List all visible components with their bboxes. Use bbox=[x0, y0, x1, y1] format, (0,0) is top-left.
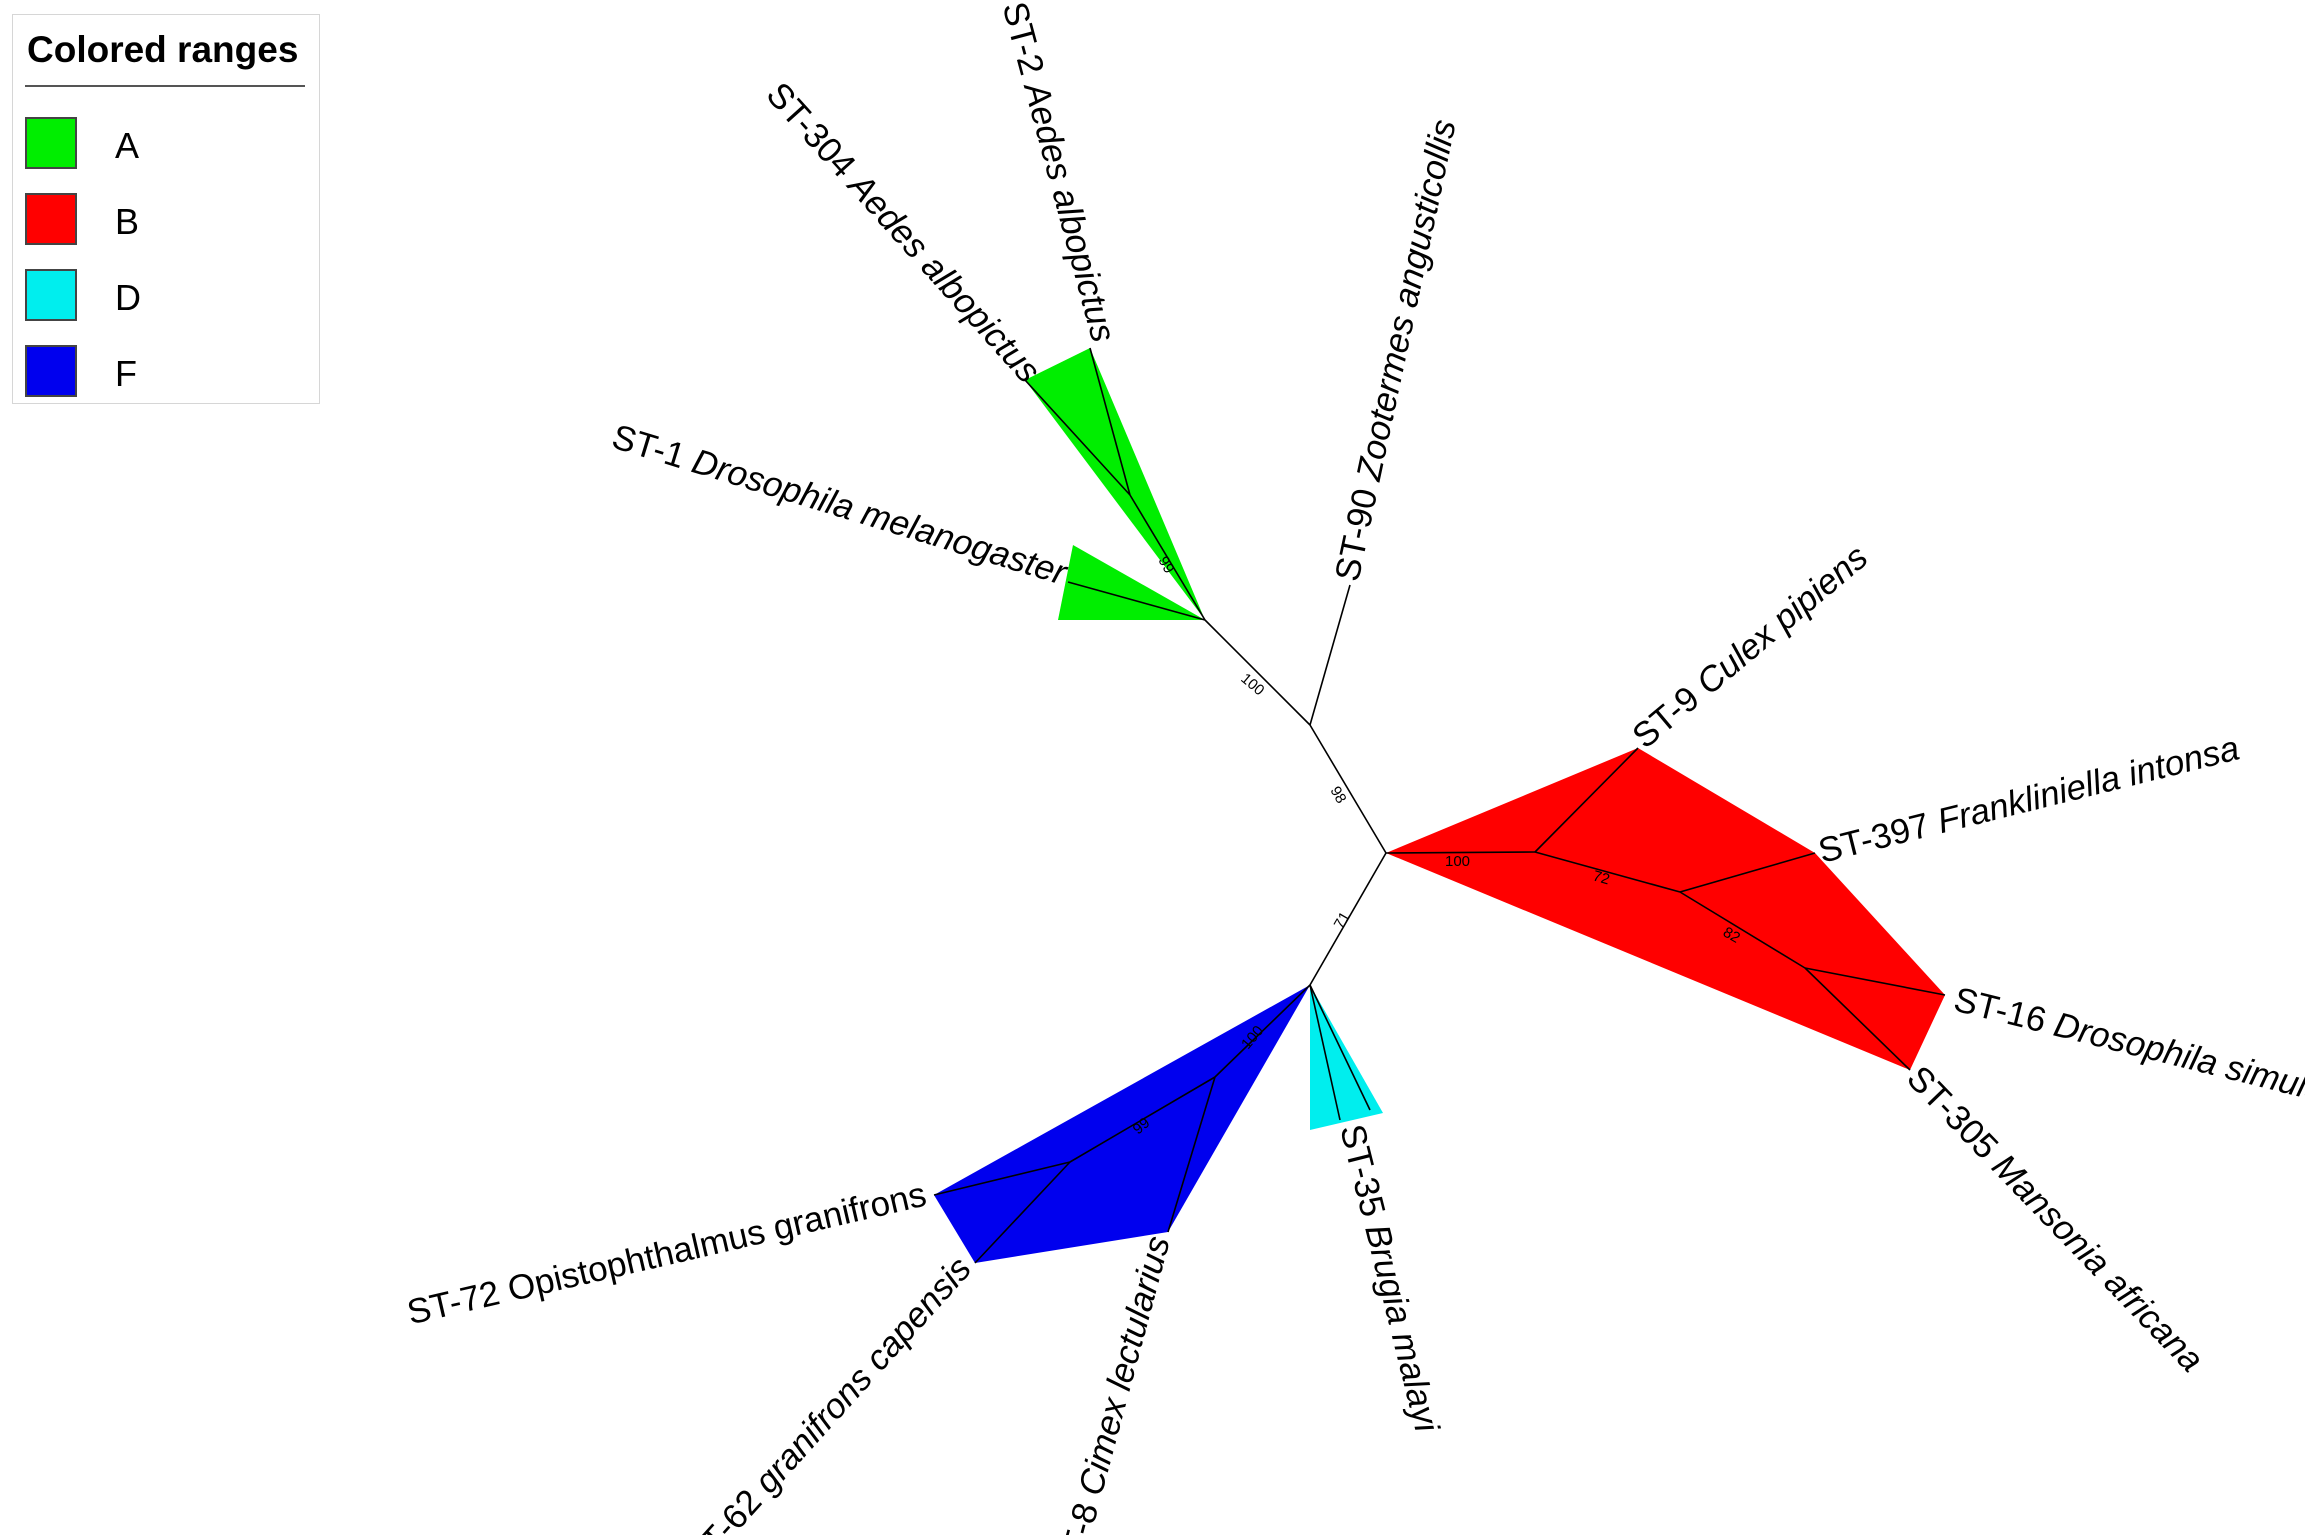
leaf-species: Brugia malayi bbox=[1357, 1221, 1446, 1437]
leaf-id: ST-35 bbox=[1332, 1121, 1392, 1221]
edge-backbone-upper bbox=[1309, 724, 1387, 854]
leaf-id: ST-305 bbox=[1899, 1058, 2005, 1166]
edge-backbone-lower bbox=[1309, 852, 1387, 986]
legend-label: A bbox=[115, 125, 140, 166]
edge-st1 bbox=[1067, 581, 1206, 621]
leaf-species: Mansonia africana bbox=[1984, 1147, 2211, 1380]
edge-st305 bbox=[1804, 967, 1911, 1071]
legend-swatch bbox=[25, 345, 77, 397]
edge-st72 bbox=[933, 1161, 1071, 1196]
leaf-species: Drosophila simulans bbox=[2050, 1005, 2305, 1119]
legend-label: D bbox=[115, 277, 141, 318]
edge-st9 bbox=[1534, 747, 1639, 853]
leaf-id: ST-62 bbox=[678, 1482, 769, 1535]
edge-st62 bbox=[974, 1161, 1071, 1264]
leaf-species: Drosophila melanogaster bbox=[688, 442, 1073, 593]
legend-item-f: F bbox=[25, 345, 305, 401]
legend: Colored ranges A B D F bbox=[12, 14, 320, 404]
clade-b-fan bbox=[1386, 748, 1945, 1070]
legend-item-a: A bbox=[25, 117, 305, 173]
leaf-label-st8: ST-8 Cimex lectularius bbox=[1049, 1232, 1177, 1535]
edge-clade-a-stem bbox=[1204, 619, 1311, 726]
leaf-label-st16: ST-16 Drosophila simulans bbox=[1950, 980, 2305, 1119]
edge-clade-b-base bbox=[1385, 851, 1536, 854]
edge-st90 bbox=[1309, 584, 1351, 726]
leaf-id: ST-9 bbox=[1625, 679, 1707, 756]
leaf-label-st62: ST-62 granifrons capensis bbox=[678, 1249, 979, 1535]
leaf-id: ST-1 bbox=[608, 417, 690, 476]
edge-st304 bbox=[1024, 379, 1131, 496]
bootstrap-100-a: 100 bbox=[1237, 670, 1267, 699]
edge-st397 bbox=[1679, 852, 1816, 893]
legend-label: F bbox=[115, 353, 137, 394]
edge-clade-b-inner bbox=[1679, 891, 1806, 969]
leaf-species: Opistophthalmus granifrons bbox=[504, 1175, 930, 1309]
bootstrap-71: 71 bbox=[1331, 909, 1354, 932]
bootstrap-100-b: 100 bbox=[1445, 853, 1470, 870]
leaf-species: Cimex lectularius bbox=[1071, 1232, 1178, 1499]
leaf-id: ST-90 bbox=[1328, 485, 1386, 584]
edge-clade-a-inner bbox=[1129, 494, 1206, 621]
clade-a-fan-lower bbox=[1058, 545, 1205, 620]
edge-clade-d-inner bbox=[1309, 984, 1371, 1111]
edge-clade-f-mid bbox=[1069, 1076, 1216, 1163]
leaf-species: Aedes albopictus bbox=[1016, 77, 1123, 347]
edge-clade-f-inner bbox=[1214, 984, 1311, 1078]
edge-clade-b-mid bbox=[1534, 851, 1681, 893]
leaf-id: ST-2 bbox=[995, 0, 1052, 79]
edge-st2 bbox=[1089, 347, 1131, 496]
clade-f-fan bbox=[934, 985, 1310, 1263]
edge-st8 bbox=[1167, 1076, 1216, 1233]
leaf-label-st397: ST-397 Frankliniella intonsa bbox=[1815, 728, 2244, 870]
leaf-label-st304: ST-304 Aedes albopictus bbox=[759, 75, 1048, 390]
legend-title: Colored ranges bbox=[27, 29, 299, 70]
leaf-species: Aedes albopictus bbox=[839, 165, 1048, 391]
leaf-label-st35: ST-35 Brugia malayi bbox=[1332, 1121, 1446, 1437]
legend-label: B bbox=[115, 201, 140, 242]
edge-st16 bbox=[1804, 967, 1946, 996]
legend-divider bbox=[25, 85, 305, 87]
leaf-label-st9: ST-9 Culex pipiens bbox=[1625, 537, 1875, 756]
leaf-id: ST-397 bbox=[1815, 806, 1934, 871]
bootstrap-98: 98 bbox=[1327, 784, 1350, 807]
leaf-id: ST-72 bbox=[404, 1273, 504, 1332]
leaf-species: Frankliniella intonsa bbox=[1933, 728, 2243, 841]
legend-swatch bbox=[25, 269, 77, 321]
edge-st35 bbox=[1309, 984, 1341, 1121]
leaf-label-st2: ST-2 Aedes albopictus bbox=[995, 0, 1123, 346]
bootstrap-72: 72 bbox=[1591, 868, 1612, 889]
leaf-label-st90: ST-90 Zootermes angusticollis bbox=[1328, 116, 1464, 585]
legend-item-b: B bbox=[25, 193, 305, 249]
leaf-id: ST-16 bbox=[1950, 980, 2050, 1040]
leaf-species: Culex pipiens bbox=[1689, 537, 1875, 702]
bootstrap-82: 82 bbox=[1720, 924, 1743, 947]
leaf-id: ST-8 bbox=[1049, 1499, 1106, 1535]
bootstrap-99-a: 99 bbox=[1155, 554, 1178, 577]
leaf-label-st1: ST-1 Drosophila melanogaster bbox=[608, 417, 1073, 593]
clade-a-fan-upper bbox=[1025, 348, 1205, 620]
legend-swatch bbox=[25, 117, 77, 169]
leaf-label-st72: ST-72 Opistophthalmus granifrons bbox=[404, 1175, 930, 1332]
legend-item-d: D bbox=[25, 269, 305, 325]
leaf-species: granifrons capensis bbox=[747, 1249, 979, 1501]
legend-swatch bbox=[25, 193, 77, 245]
leaf-label-st305: ST-305 Mansonia africana bbox=[1899, 1058, 2211, 1379]
leaf-species: Zootermes angusticollis bbox=[1349, 116, 1464, 485]
leaf-id: ST-304 bbox=[759, 75, 864, 185]
